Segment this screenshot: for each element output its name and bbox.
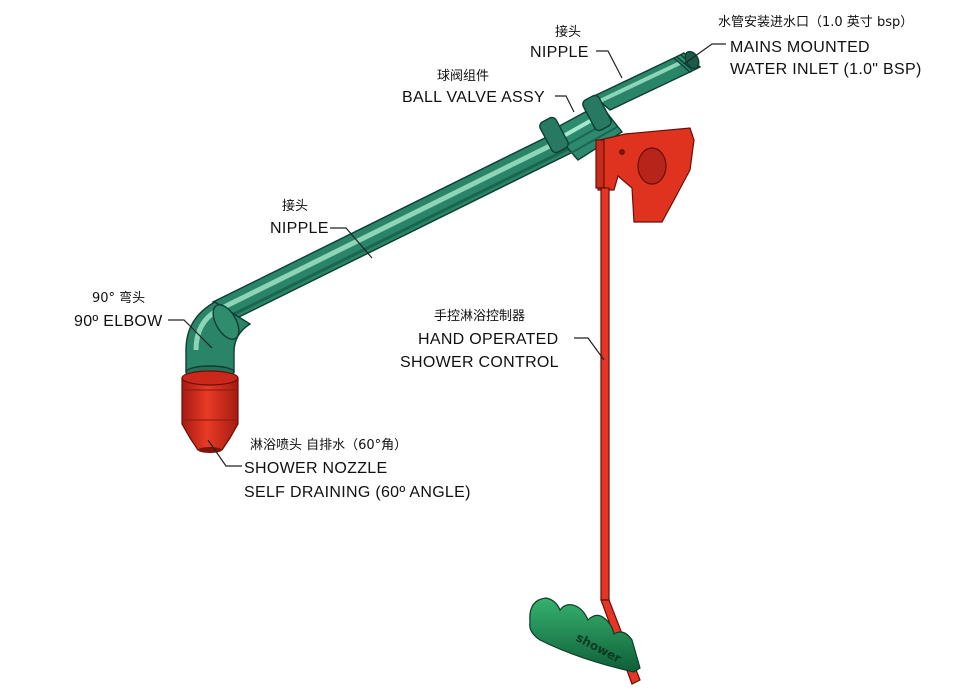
label-mains-inlet: 水管安装进水口（1.0 英寸 bsp） MAINS MOUNTED WATER … <box>718 15 922 78</box>
label-nozzle-en-line2: SELF DRAINING (60º ANGLE) <box>244 484 471 501</box>
valve-lever-plate <box>595 127 695 223</box>
leader-hand-control <box>574 337 605 361</box>
label-inlet-cn: 水管安装进水口（1.0 英寸 bsp） <box>718 15 913 30</box>
label-ball-valve-en: BALL VALVE ASSY <box>402 89 545 106</box>
label-nipple-top: 接头 NIPPLE <box>530 24 589 61</box>
leader-lines <box>168 43 726 467</box>
label-elbow-en: 90º ELBOW <box>74 313 163 330</box>
pull-rod <box>600 187 641 685</box>
label-nipple-top-en: NIPPLE <box>530 44 589 61</box>
label-hand-control-en-line2: SHOWER CONTROL <box>400 354 559 371</box>
label-elbow: 90° 弯头 90º ELBOW <box>74 290 163 330</box>
label-inlet-en-line1: MAINS MOUNTED <box>730 39 870 56</box>
label-elbow-cn: 90° 弯头 <box>92 290 145 306</box>
shower-handle-grip: shower <box>529 597 641 673</box>
label-hand-control-en-line1: HAND OPERATED <box>418 331 559 348</box>
label-ball-valve: 球阀组件 BALL VALVE ASSY <box>402 69 545 106</box>
leader-nipple-mid <box>330 227 373 259</box>
leader-inlet <box>683 43 726 65</box>
label-hand-control-cn: 手控淋浴控制器 <box>434 309 525 324</box>
ball-valve-assembly <box>539 94 624 161</box>
label-hand-control: 手控淋浴控制器 HAND OPERATED SHOWER CONTROL <box>400 309 559 371</box>
elbow-fitting <box>185 301 252 379</box>
leader-ball-valve <box>555 95 575 113</box>
label-inlet-en-line2: WATER INLET (1.0" BSP) <box>730 61 922 78</box>
shower-nozzle <box>181 370 239 453</box>
leader-nipple-top <box>596 50 623 79</box>
label-nozzle-en-line1: SHOWER NOZZLE <box>244 460 387 477</box>
label-nipple-mid-cn: 接头 <box>282 198 308 214</box>
inlet-nipple-pipe <box>592 50 702 111</box>
label-ball-valve-cn: 球阀组件 <box>437 69 489 84</box>
label-nozzle-cn: 淋浴喷头 自排水（60°角） <box>250 438 407 453</box>
label-nipple-mid-en: NIPPLE <box>270 220 329 237</box>
label-nipple-top-cn: 接头 <box>555 24 581 40</box>
leader-nozzle <box>207 439 242 467</box>
label-shower-nozzle: 淋浴喷头 自排水（60°角） SHOWER NOZZLE SELF DRAINI… <box>244 438 471 501</box>
label-nipple-mid: 接头 NIPPLE <box>270 198 329 237</box>
leader-elbow <box>168 319 213 349</box>
